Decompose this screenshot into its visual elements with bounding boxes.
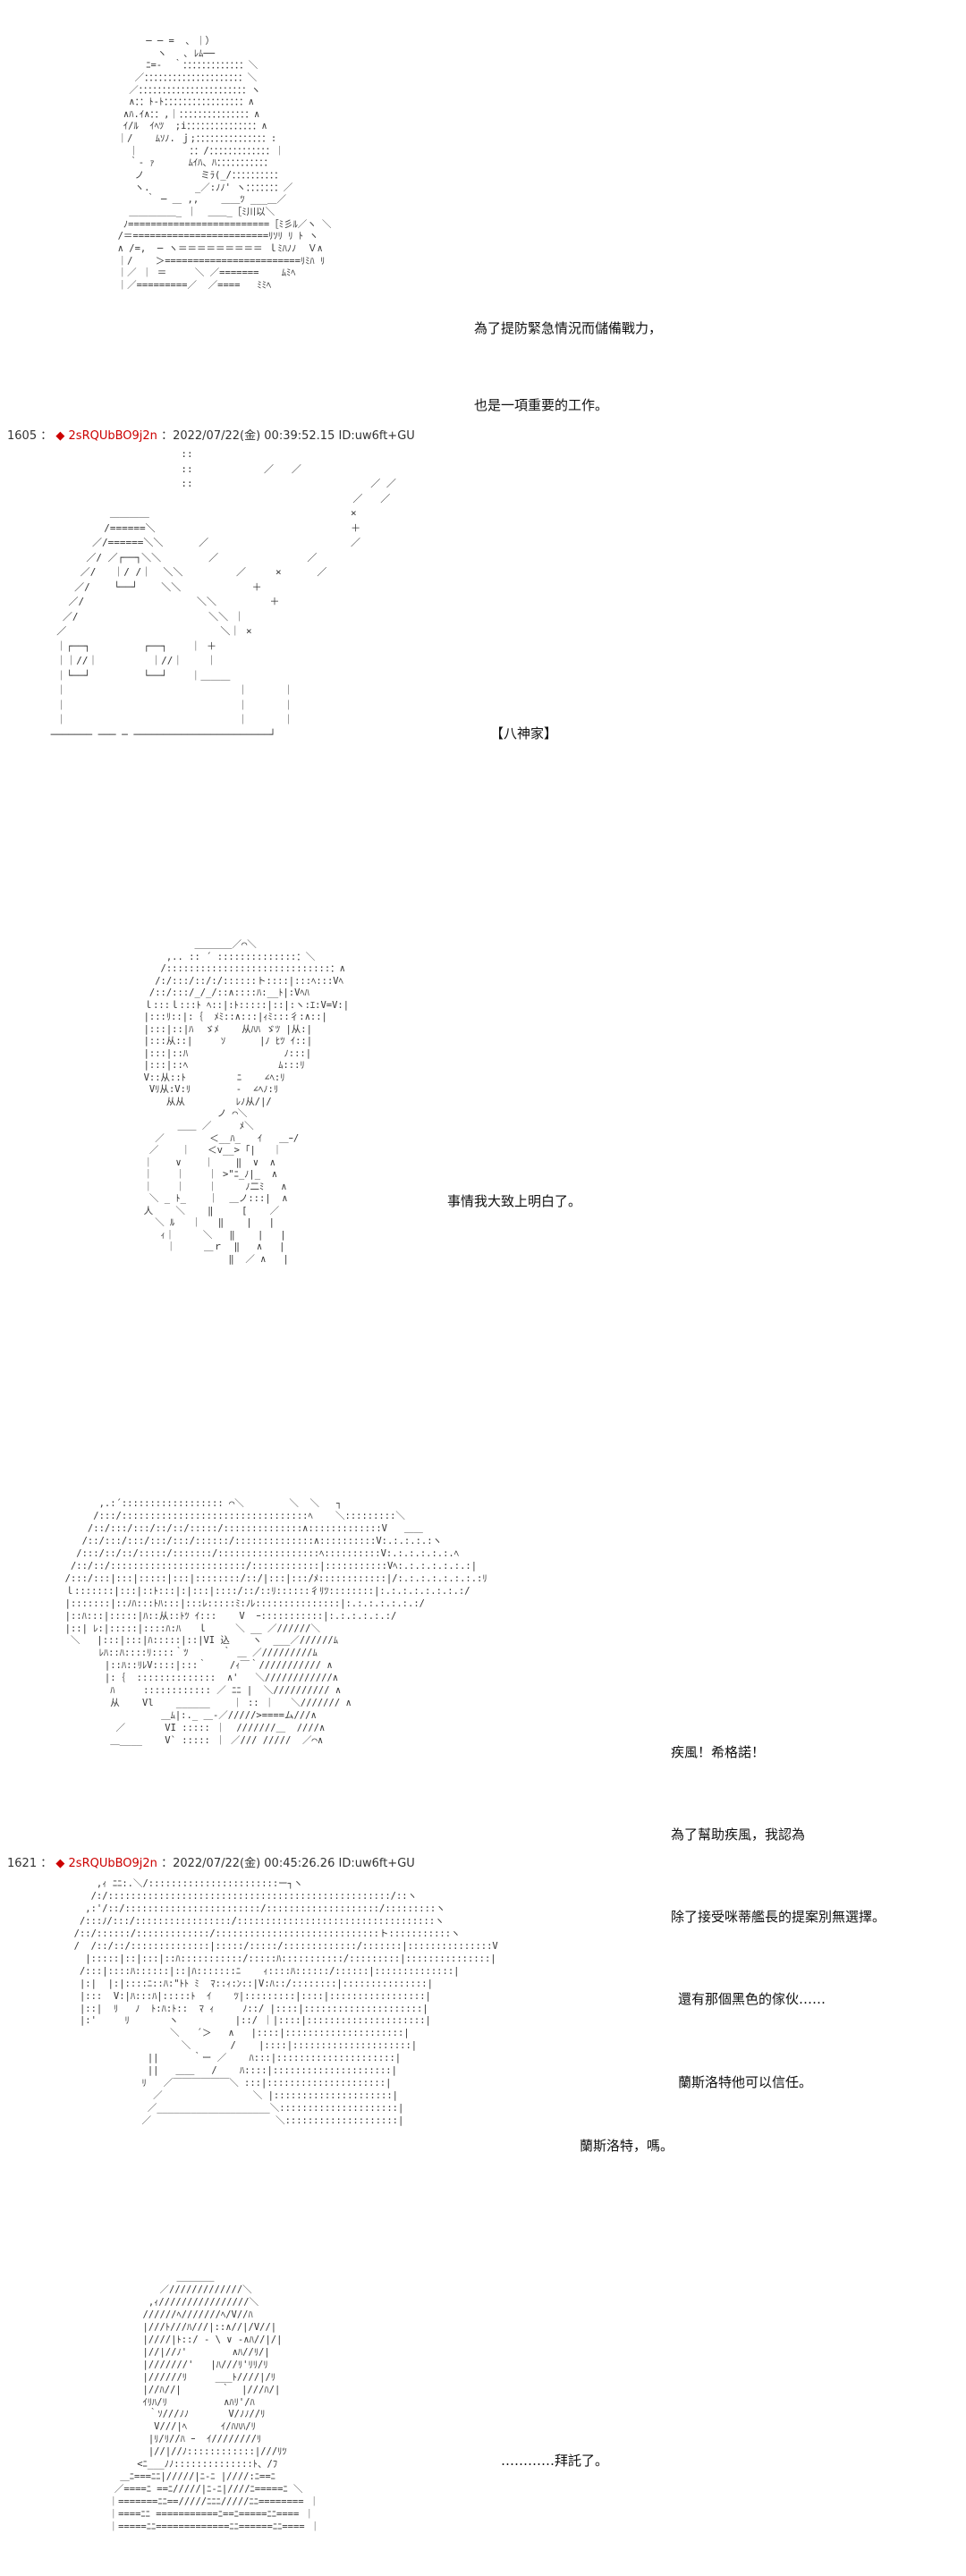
narration-line: 除了接受咪蒂艦長的提案別無選擇。 bbox=[671, 1909, 886, 1925]
narration-panel-3: 事情我大致上明白了。 bbox=[447, 1138, 581, 1240]
ascii-art-panel-3: ＿＿＿＿／⌒＼ ,.. :: ´ ::::::::::::::：＼ /:::::… bbox=[143, 939, 350, 1265]
post-separator: ： bbox=[40, 429, 53, 443]
narration-line: 也是一項重要的工作。 bbox=[474, 396, 609, 413]
narration-line: 為了幫助疾風，我認為 bbox=[671, 1826, 806, 1843]
narration-line: 為了提防緊急情況而儲備戰力， bbox=[474, 320, 663, 336]
post-number[interactable]: 1621 bbox=[7, 1857, 38, 1870]
post-datetime: ：2022/07/22(金) 00:39:52.15 bbox=[161, 429, 335, 443]
poster-id[interactable]: ID:uw6ft+GU bbox=[338, 429, 415, 443]
narration-panel-6: …………拜託了。 bbox=[501, 2397, 608, 2499]
poster-id[interactable]: ID:uw6ft+GU bbox=[338, 1857, 415, 1870]
narration-line: 蘭斯洛特他可以信任。 bbox=[678, 2073, 813, 2090]
poster-trip[interactable]: 2sRQUbBO9j2n bbox=[68, 1857, 157, 1870]
narration-panel-5: 蘭斯洛特，嗎。 bbox=[580, 2082, 674, 2184]
post-header: 1605 ： ◆ 2sRQUbBO9j2n ：2022/07/22(金) 00:… bbox=[7, 426, 415, 443]
narration-line: 蘭斯洛特，嗎。 bbox=[580, 2138, 674, 2154]
post-number[interactable]: 1605 bbox=[7, 429, 38, 443]
poster-trip[interactable]: 2sRQUbBO9j2n bbox=[68, 429, 157, 443]
narration-line: 疾風！希格諾！ bbox=[671, 1743, 766, 1760]
narration-line: 還有那個黑色的傢伙…… bbox=[678, 1991, 826, 2008]
trip-diamond-icon: ◆ bbox=[55, 1857, 65, 1870]
trip-diamond-icon: ◆ bbox=[55, 429, 65, 443]
ascii-art-panel-6: ＿＿＿＿ ／/////////////＼ ,ｨ////////////////＼… bbox=[108, 2272, 320, 2533]
post-separator: ： bbox=[40, 1857, 53, 1870]
narration-panel-1: 為了提防緊急情況而儲備戰力， 也是一項重要的工作。 bbox=[474, 265, 662, 444]
narration-line: …………拜託了。 bbox=[501, 2453, 609, 2469]
ascii-art-panel-4: ,.:´:::::::::::::::::: ⌒＼ ＼ ＼ ┐ /:::/:::… bbox=[64, 1498, 487, 1747]
ascii-art-panel-2: :: :: ／ ／ :: ／ ／ ／ ／ ＿＿＿＿ bbox=[50, 448, 396, 741]
caption-panel-2: 【八神家】 bbox=[490, 725, 558, 741]
post-datetime: ：2022/07/22(金) 00:45:26.26 bbox=[161, 1857, 335, 1870]
narration-line: 事情我大致上明白了。 bbox=[447, 1193, 582, 1209]
narration-panel-4: 疾風！希格諾！ 為了幫助疾風，我認為 除了接受咪蒂艦長的提案別無選擇。 還有那個… bbox=[671, 1683, 886, 2123]
ascii-art-panel-5: ,ｨ ﾆﾆ:.＼/:::::::::::::::::::::::ー┐ヽ /:/:… bbox=[73, 1878, 498, 2127]
post-header: 1621 ： ◆ 2sRQUbBO9j2n ：2022/07/22(金) 00:… bbox=[7, 1853, 415, 1870]
ascii-art-panel-1: ─ ─ = ､ ｜） ヽ ､ ﾚﾑ── ﾆ=- ｀：：：：：：：：：：：：：＼ … bbox=[117, 36, 332, 291]
